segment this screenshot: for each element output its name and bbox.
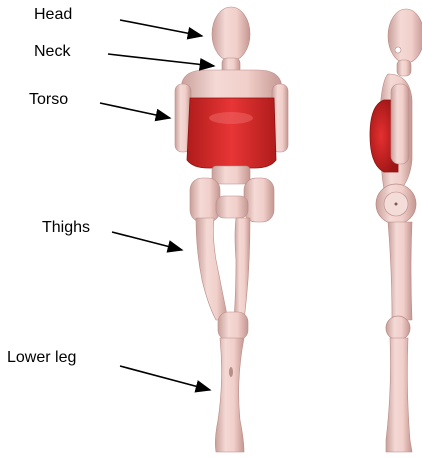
front-right-thigh xyxy=(234,218,250,320)
arrow-thighs xyxy=(112,232,182,250)
side-neck xyxy=(397,60,411,76)
front-right-hip xyxy=(244,178,274,222)
label-lower-leg: Lower leg xyxy=(7,350,76,366)
arrow-head xyxy=(120,20,202,36)
arrow-neck xyxy=(108,54,214,66)
front-knee xyxy=(218,312,248,340)
front-lower-leg xyxy=(215,338,244,452)
front-head xyxy=(212,7,250,61)
side-thigh xyxy=(388,222,412,320)
arrow-lower-leg xyxy=(120,366,210,390)
front-pelvis xyxy=(216,196,248,218)
side-view xyxy=(370,9,422,452)
label-head: Head xyxy=(34,7,72,23)
side-head xyxy=(388,9,422,63)
label-torso: Torso xyxy=(29,92,68,108)
front-chest xyxy=(180,70,283,100)
front-left-thigh xyxy=(196,218,228,320)
arrow-torso xyxy=(100,103,170,118)
front-torso xyxy=(187,98,276,168)
side-arm xyxy=(391,84,409,164)
side-knee xyxy=(386,316,410,340)
label-neck: Neck xyxy=(34,44,70,60)
label-thighs: Thighs xyxy=(42,220,90,236)
front-left-hip xyxy=(190,178,220,222)
side-lower-leg xyxy=(386,338,412,452)
front-abdomen xyxy=(212,166,250,184)
